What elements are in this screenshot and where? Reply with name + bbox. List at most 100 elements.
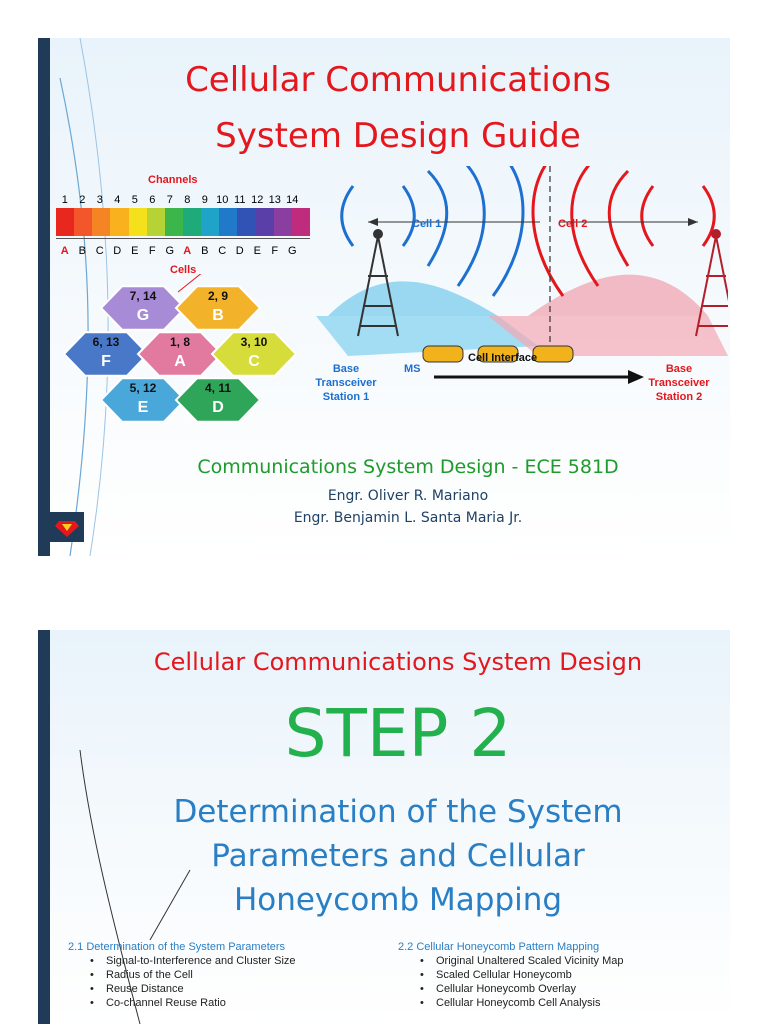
hex-cell-letter: E xyxy=(138,399,149,416)
channel-color-segment xyxy=(92,208,111,236)
cell2-ground xyxy=(488,316,728,356)
hex-cell-shape xyxy=(99,285,187,331)
channel-number: 3 xyxy=(96,194,103,206)
channel-color-segment xyxy=(255,208,274,236)
hex-channel-label: 6, 13 xyxy=(93,335,120,349)
channel-color-segment xyxy=(128,208,147,236)
author-2: Engr. Benjamin L. Santa Maria Jr. xyxy=(293,510,523,526)
car-icons xyxy=(422,345,574,363)
step-heading: STEP 2 xyxy=(284,695,512,772)
channel-color-segment xyxy=(74,208,93,236)
channel-letter: G xyxy=(165,245,175,257)
channel-number: 9 xyxy=(201,194,208,206)
channel-color-segment xyxy=(273,208,292,236)
hex-cell-shape xyxy=(136,331,224,377)
list-item: Original Unaltered Scaled Vicinity Map xyxy=(420,954,623,968)
slide-title-line1: Cellular Communications xyxy=(185,60,611,100)
step-subheading: Determination of the System Parameters a… xyxy=(173,794,623,918)
parameters-heading: 2.1 Determination of the System Paramete… xyxy=(68,941,286,953)
channel-number: 5 xyxy=(131,194,138,206)
list-item: Signal-to-Interference and Cluster Size xyxy=(90,954,296,968)
channel-color-segment xyxy=(110,208,129,236)
hex-cell-shape xyxy=(174,285,262,331)
hex-channel-label: 2, 9 xyxy=(208,289,228,303)
hex-cell-letter: D xyxy=(212,399,224,416)
channel-letter: E xyxy=(253,245,261,257)
channel-letter: F xyxy=(271,245,279,257)
channel-letter: C xyxy=(95,245,104,257)
channel-axis-line xyxy=(56,238,310,239)
channel-number: 4 xyxy=(114,194,121,206)
channel-number: 6 xyxy=(149,194,156,206)
slide-badge xyxy=(50,512,84,542)
channel-letter: D xyxy=(113,245,122,257)
movement-arrow xyxy=(434,370,644,384)
channel-number: 13 xyxy=(268,194,281,206)
cell2-waves xyxy=(531,166,716,297)
hex-cell: 7, 14G xyxy=(99,285,187,331)
hex-cell-shape xyxy=(174,377,262,423)
channels-label: Channels xyxy=(148,174,198,186)
channel-color-segment xyxy=(201,208,220,236)
channel-color-segment xyxy=(164,208,183,236)
channel-letter: C xyxy=(218,245,227,257)
hex-channel-label: 7, 14 xyxy=(130,289,157,303)
channel-number: 14 xyxy=(286,194,299,206)
hex-cell: 2, 9 B xyxy=(174,285,262,331)
channel-letter: B xyxy=(78,245,86,257)
cell-coverage-diagram xyxy=(316,166,728,366)
hex-cell: 6, 13 F xyxy=(62,331,150,377)
channel-letter: B xyxy=(201,245,209,257)
ms-label: MS xyxy=(404,363,421,375)
channel-letter: D xyxy=(235,245,244,257)
channel-color-bar xyxy=(56,208,310,236)
list-item: Cellular Honeycomb Cell Analysis xyxy=(420,996,624,1010)
channel-letter: E xyxy=(131,245,139,257)
hex-cell: 5, 12E xyxy=(99,377,187,423)
channel-color-segment xyxy=(237,208,256,236)
channel-color-segment xyxy=(146,208,165,236)
tower-2-icon xyxy=(695,229,728,337)
channel-color-segment xyxy=(291,208,310,236)
bts1-label: Base Transceiver Station 1 xyxy=(315,363,377,403)
hexagon-cell-cluster: 7, 14G 2, 9 B 6, 13 F 1, 8A3, 10C 5, 12E 4, 11 D xyxy=(62,274,298,423)
channel-number: 12 xyxy=(251,194,264,206)
title-slide: Cellular Communications System Design Gu… xyxy=(38,38,730,556)
step2-slide: Cellular Communications System Design ST… xyxy=(38,630,730,1024)
mapping-heading: 2.2 Cellular Honeycomb Pattern Mapping xyxy=(398,941,600,953)
channel-number: 8 xyxy=(184,194,191,206)
parameters-list: 2.1 Determination of the System Paramete… xyxy=(68,940,296,1010)
list-item: Co-channel Reuse Ratio xyxy=(90,996,296,1010)
channel-letter: A xyxy=(60,245,69,257)
author-1: Engr. Oliver R. Mariano xyxy=(327,488,489,504)
hex-channel-label: 4, 11 xyxy=(205,381,231,395)
channel-letter: F xyxy=(148,245,156,257)
hex-cell: 3, 10C xyxy=(210,331,298,377)
slide-title-line2: System Design Guide xyxy=(215,116,581,156)
hex-cell: 1, 8A xyxy=(136,331,224,377)
channel-color-segment xyxy=(56,208,75,236)
hex-cell-shape xyxy=(62,331,150,377)
list-item: Scaled Cellular Honeycomb xyxy=(420,968,624,982)
hex-cell-shape xyxy=(210,331,298,377)
hex-cell-shape xyxy=(99,377,187,423)
list-item: Cellular Honeycomb Overlay xyxy=(420,982,624,996)
hex-cell-letter: C xyxy=(248,353,260,370)
slide-title: Cellular Communications System Design xyxy=(153,648,643,676)
slide-left-bar xyxy=(38,38,50,556)
channel-number: 11 xyxy=(234,194,246,206)
cell-interface-label: Cell Interface xyxy=(468,352,538,364)
list-item: Reuse Distance xyxy=(90,982,296,996)
decorative-curves xyxy=(59,38,109,556)
cell1-waves xyxy=(340,166,525,297)
cells-label: Cells xyxy=(170,264,197,276)
hex-cell-letter: B xyxy=(212,307,224,324)
mapping-list: 2.2 Cellular Honeycomb Pattern Mapping O… xyxy=(398,940,624,1010)
hex-cell-letter: F xyxy=(101,353,111,370)
list-item: Radius of the Cell xyxy=(90,968,296,982)
channel-color-segment xyxy=(219,208,238,236)
bts2-label: Base Transceiver Station 2 xyxy=(648,363,710,403)
channel-letter: G xyxy=(287,245,297,257)
channel-number: 1 xyxy=(61,194,68,206)
